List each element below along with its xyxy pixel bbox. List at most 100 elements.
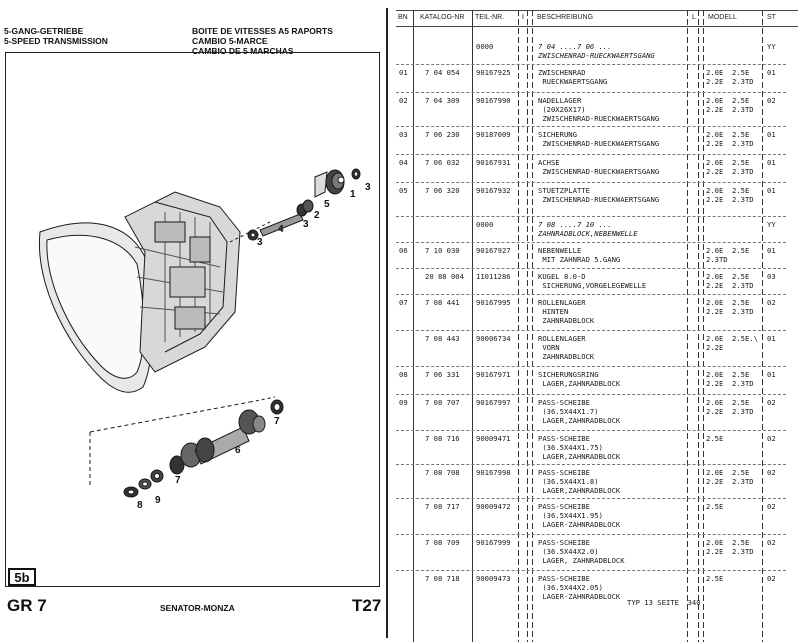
cell-beschreibung: NADELLAGER (20X26X17) ZWISCHENRAD-RUECKW… [538, 96, 660, 123]
cell-st: 01 [767, 246, 776, 255]
callout-6: 6 [235, 445, 241, 456]
cell-katalog-nr: 7 08 709 [425, 538, 460, 547]
cell-katalog-nr: 7 10 030 [425, 246, 460, 255]
cell-modell: 2.0E 2.5E 2.3TD [706, 246, 750, 264]
cell-beschreibung: ROLLENLAGER HINTEN ZAHNRADBLOCK [538, 298, 595, 325]
col-divider [698, 10, 699, 642]
callout-3a: 3 [365, 182, 371, 193]
cell-katalog-nr: 7 06 032 [425, 158, 460, 167]
cell-st: YY [767, 42, 776, 51]
cell-teil-nr: 11011286 [476, 272, 511, 281]
col-i: I [522, 14, 524, 21]
cell-bn: 02 [399, 96, 408, 105]
cell-st: 02 [767, 468, 776, 477]
cell-teil-nr: 90009472 [476, 502, 511, 511]
cell-modell: 2.0E 2.5E 2.2E 2.3TD [706, 298, 754, 316]
cell-bn: 01 [399, 68, 408, 77]
cell-katalog-nr: 7 04 054 [425, 68, 460, 77]
cell-st: 01 [767, 186, 776, 195]
cell-teil-nr: 90167931 [476, 158, 511, 167]
cell-modell: 2.5E [706, 434, 724, 443]
cell-katalog-nr: 7 08 443 [425, 334, 460, 343]
cell-modell: 2.5E [706, 574, 724, 583]
page-code: T27 [352, 596, 382, 615]
cell-beschreibung: ACHSE ZWISCHENRAD-RUECKWAERTSGANG [538, 158, 660, 176]
col-divider [703, 10, 704, 642]
cell-bn: 05 [399, 186, 408, 195]
callout-8: 8 [137, 500, 143, 511]
row-separator [396, 64, 786, 65]
callout-2: 2 [314, 210, 320, 221]
cell-st: 01 [767, 68, 776, 77]
row-separator [396, 394, 786, 395]
cell-st: 02 [767, 434, 776, 443]
lower-parts [123, 399, 284, 498]
cell-modell: 2.0E 2.5E 2.2E 2.3TD [706, 468, 754, 486]
cell-modell: 2.0E 2.5E 2.2E 2.3TD [706, 158, 754, 176]
title-en: 5-SPEED TRANSMISSION [4, 36, 108, 46]
cell-katalog-nr: 20 88 004 [425, 272, 464, 281]
title-de: 5-GANG-GETRIEBE [4, 26, 84, 36]
title-fr: BOITE DE VITESSES A5 RAPORTS [192, 26, 333, 36]
row-separator [396, 268, 786, 269]
table-header-rule [396, 26, 798, 27]
cell-teil-nr: 90167971 [476, 370, 511, 379]
col-beschreibung: BESCHREIBUNG [537, 14, 594, 21]
col-divider [472, 10, 473, 642]
cell-modell: 2.0E 2.5E.\ 2.2E [706, 334, 758, 352]
cell-beschreibung: PASS-SCHEIBE (36.5X44X1.7) LAGER,ZAHNRAD… [538, 398, 621, 425]
cell-teil-nr: 90167990 [476, 96, 511, 105]
cell-katalog-nr: 7 06 331 [425, 370, 460, 379]
cell-teil-nr: 90167932 [476, 186, 511, 195]
col-katalog: KATALOG-NR [420, 14, 465, 21]
row-separator [396, 464, 786, 465]
col-divider [762, 10, 763, 642]
cell-beschreibung: PASS-SCHEIBE (36.5X44X2.05) LAGER-ZAHNRA… [538, 574, 621, 601]
cell-bn: 08 [399, 370, 408, 379]
cell-bn: 03 [399, 130, 408, 139]
cell-modell: 2.0E 2.5E 2.2E 2.3TD [706, 538, 754, 556]
cell-beschreibung: NEBENWELLE MIT ZAHNRAD 5.GANG [538, 246, 621, 264]
cell-beschreibung: PASS-SCHEIBE (36.5X44X1.75) LAGER,ZAHNRA… [538, 434, 621, 461]
cell-st: YY [767, 220, 776, 229]
cell-modell: 2.5E [706, 502, 724, 511]
callout-1: 1 [350, 189, 356, 200]
cell-bn: 07 [399, 298, 408, 307]
col-l: L [692, 14, 696, 21]
cell-st: 02 [767, 538, 776, 547]
row-separator [396, 216, 786, 217]
callout-7b: 7 [175, 475, 181, 486]
callout-3b: 3 [303, 219, 309, 230]
cell-beschreibung: KUGEL 8.0-D SICHERUNG,VORGELEGEWELLE [538, 272, 647, 290]
cell-beschreibung: SICHERUNGSRING LAGER,ZAHNRADBLOCK [538, 370, 621, 388]
cell-teil-nr: 0000 [476, 42, 494, 51]
cell-st: 01 [767, 370, 776, 379]
row-separator [396, 498, 786, 499]
row-separator [396, 242, 786, 243]
cell-st: 03 [767, 272, 776, 281]
row-separator [396, 182, 786, 183]
cell-katalog-nr: 7 06 230 [425, 130, 460, 139]
cell-teil-nr: 90167995 [476, 298, 511, 307]
cell-st: 02 [767, 96, 776, 105]
cell-st: 02 [767, 574, 776, 583]
diagram-panel [5, 52, 380, 587]
cell-katalog-nr: 7 08 708 [425, 468, 460, 477]
page-gutter-line [386, 8, 388, 638]
cell-beschreibung: ROLLENLAGER VORN ZAHNRADBLOCK [538, 334, 595, 361]
callout-5: 5 [324, 199, 330, 210]
cell-beschreibung: ZWISCHENRAD RUECKWAERTSGANG [538, 68, 608, 86]
row-separator [396, 430, 786, 431]
page-badge: 5b [8, 568, 36, 586]
col-modell: MODELL [708, 14, 737, 21]
cell-st: 01 [767, 158, 776, 167]
group-label: GR 7 [7, 596, 47, 615]
row-separator [396, 92, 786, 93]
title-es: CAMBIO DE 5 MARCHAS [192, 46, 294, 56]
upper-parts [247, 168, 361, 241]
cell-teil-nr: 90167999 [476, 538, 511, 547]
cell-modell: 2.0E 2.5E 2.2E 2.3TD [706, 186, 754, 204]
callout-7a: 7 [274, 416, 280, 427]
cell-beschreibung: 7 08 ....7 10 ... ZAHNRADBLOCK,NEBENWELL… [538, 220, 638, 238]
exploded-view-diagram: 1 2 3 4 5 3 3 6 7 7 8 9 [38, 168, 371, 511]
